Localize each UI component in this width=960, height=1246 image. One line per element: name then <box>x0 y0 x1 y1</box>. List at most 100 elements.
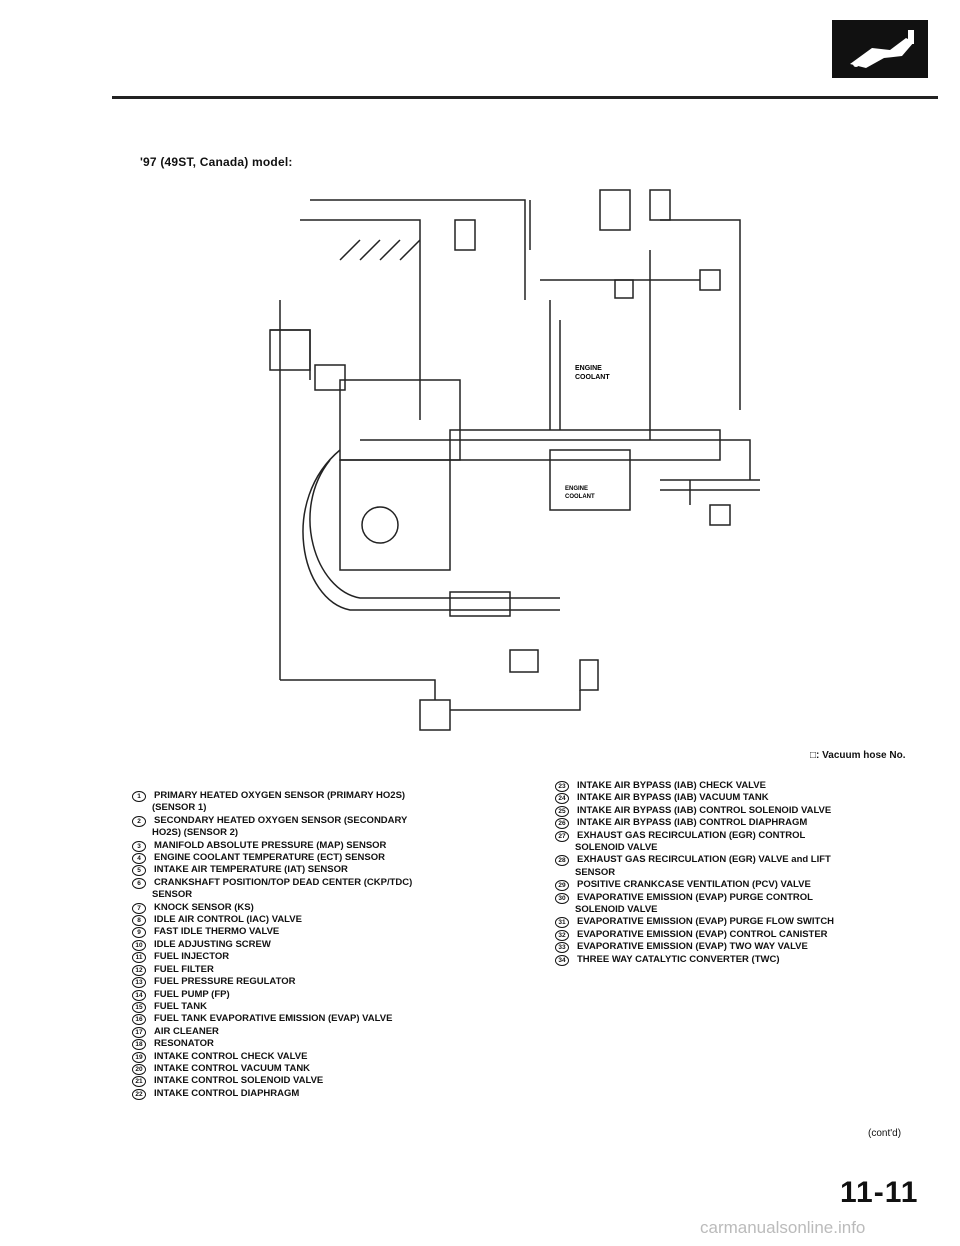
legend-item: 2 SECONDARY HEATED OXYGEN SENSOR (SECONDA… <box>132 815 512 827</box>
legend-number: 8 <box>132 915 146 927</box>
legend-item: SOLENOID VALVE <box>555 904 925 916</box>
legend-text: SENSOR <box>575 866 616 878</box>
legend-number: 23 <box>555 781 569 792</box>
legend-item: 28 EXHAUST GAS RECIRCULATION (EGR) VALVE … <box>555 854 925 867</box>
legend-item: 25 INTAKE AIR BYPASS (IAB) CONTROL SOLENO… <box>555 805 925 817</box>
legend-number: 33 <box>555 942 569 954</box>
page-title: '97 (49ST, Canada) model: <box>140 155 293 169</box>
legend-number <box>555 868 567 877</box>
legend-number <box>132 828 144 837</box>
legend-item: 30 EVAPORATIVE EMISSION (EVAP) PURGE CONT… <box>555 892 925 904</box>
legend-number: 12 <box>132 964 146 976</box>
legend-item: (SENSOR 1) <box>132 802 512 814</box>
legend-text: SOLENOID VALVE <box>575 904 658 916</box>
legend-number: 30 <box>555 892 569 904</box>
legend-text: IDLE AIR CONTROL (IAC) VALVE <box>154 914 302 926</box>
legend-number: 26 <box>555 818 569 830</box>
legend-number: 7 <box>132 902 146 914</box>
legend-number: 24 <box>555 793 569 805</box>
legend-number: 21 <box>132 1076 146 1088</box>
legend-item: 3 MANIFOLD ABSOLUTE PRESSURE (MAP) SENSOR <box>132 840 512 852</box>
legend-number: 18 <box>132 1039 146 1051</box>
legend-item: 32 EVAPORATIVE EMISSION (EVAP) CONTROL CA… <box>555 929 925 941</box>
page-number: 11-11 <box>840 1176 919 1209</box>
legend-number: 17 <box>132 1026 146 1038</box>
legend-text: THREE WAY CATALYTIC CONVERTER (TWC) <box>577 953 780 965</box>
legend-text: INTAKE CONTROL SOLENOID VALVE <box>154 1075 324 1087</box>
header-rule <box>112 96 938 99</box>
legend-number: 14 <box>132 989 146 1001</box>
legend-number: 16 <box>132 1014 146 1026</box>
legend-text: SOLENOID VALVE <box>575 842 658 854</box>
legend-number <box>132 803 144 812</box>
legend-number: 15 <box>132 1001 146 1013</box>
legend-number: 27 <box>555 830 569 842</box>
legend-item: 21 INTAKE CONTROL SOLENOID VALVE <box>132 1075 512 1088</box>
legend-number: 4 <box>132 853 146 865</box>
section-tab-icon <box>832 20 928 78</box>
legend-number <box>132 890 144 899</box>
legend-text: EVAPORATIVE EMISSION (EVAP) PURGE FLOW S… <box>577 916 835 928</box>
legend-number: 25 <box>555 805 569 817</box>
legend-text: CRANKSHAFT POSITION/TOP DEAD CENTER (CKP… <box>154 876 413 888</box>
legend-number: 2 <box>132 815 146 827</box>
legend-item: 33 EVAPORATIVE EMISSION (EVAP) TWO WAY VA… <box>555 941 925 954</box>
engine-coolant-label-bottom-2: COOLANT <box>565 494 595 500</box>
legend-number: 5 <box>132 865 146 877</box>
legend-number: 28 <box>555 855 569 867</box>
legend-number: 22 <box>132 1088 146 1100</box>
legend-text: INTAKE CONTROL DIAPHRAGM <box>154 1087 300 1099</box>
legend-text: EVAPORATIVE EMISSION (EVAP) PURGE CONTRO… <box>577 891 813 903</box>
vacuum-hose-note: □: Vacuum hose No. <box>810 750 906 761</box>
legend-item: HO2S) (SENSOR 2) <box>132 827 512 839</box>
legend-text: SENSOR <box>152 889 193 901</box>
legend-number: 32 <box>555 929 569 941</box>
legend-text: INTAKE AIR TEMPERATURE (IAT) SENSOR <box>154 864 348 876</box>
legend-item: 1 PRIMARY HEATED OXYGEN SENSOR (PRIMARY H… <box>132 790 512 802</box>
vacuum-hose-routing-diagram: ENGINE COOLANT ENGINE COOLANT <box>269 189 760 731</box>
legend-number: 9 <box>132 927 146 939</box>
legend-item: SENSOR <box>555 867 925 879</box>
legend-text: HO2S) (SENSOR 2) <box>152 827 239 839</box>
legend-text: EXHAUST GAS RECIRCULATION (EGR) CONTROL <box>577 829 806 841</box>
legend-number: 3 <box>132 840 146 852</box>
legend-text: MANIFOLD ABSOLUTE PRESSURE (MAP) SENSOR <box>154 839 387 851</box>
legend-item: 7 KNOCK SENSOR (KS) <box>132 902 512 914</box>
legend-text: POSITIVE CRANKCASE VENTILATION (PCV) VAL… <box>577 879 811 891</box>
continued-note: (cont'd) <box>868 1128 902 1139</box>
legend-text: EXHAUST GAS RECIRCULATION (EGR) VALVE an… <box>577 854 831 866</box>
legend-text: SECONDARY HEATED OXYGEN SENSOR (SECONDAR… <box>154 814 408 826</box>
legend-text: FUEL INJECTOR <box>154 951 230 963</box>
legend-text: AIR CLEANER <box>154 1025 219 1037</box>
legend-text: INTAKE CONTROL CHECK VALVE <box>154 1050 308 1062</box>
legend-item: 12 FUEL FILTER <box>132 964 512 976</box>
legend-text: INTAKE AIR BYPASS (IAB) CONTROL SOLENOID… <box>577 804 832 816</box>
legend-item: 16 FUEL TANK EVAPORATIVE EMISSION (EVAP) … <box>132 1013 512 1026</box>
legend-text: FUEL TANK EVAPORATIVE EMISSION (EVAP) VA… <box>154 1013 393 1025</box>
legend-text: EVAPORATIVE EMISSION (EVAP) CONTROL CANI… <box>577 928 828 940</box>
legend-text: (SENSOR 1) <box>152 802 207 814</box>
legend-number: 1 <box>132 791 146 802</box>
engine-coolant-label-top: ENGINE <box>575 365 602 372</box>
legend-left: 1 PRIMARY HEATED OXYGEN SENSOR (PRIMARY H… <box>132 790 512 1100</box>
legend-text: EVAPORATIVE EMISSION (EVAP) TWO WAY VALV… <box>577 941 808 953</box>
legend-text: KNOCK SENSOR (KS) <box>154 901 254 913</box>
legend-text: FUEL FILTER <box>154 963 214 975</box>
legend-item: SENSOR <box>132 889 512 901</box>
legend-number: 20 <box>132 1063 146 1075</box>
legend-item: 27 EXHAUST GAS RECIRCULATION (EGR) CONTRO… <box>555 830 925 842</box>
legend-text: PRIMARY HEATED OXYGEN SENSOR (PRIMARY HO… <box>154 790 406 801</box>
legend-text: INTAKE AIR BYPASS (IAB) CHECK VALVE <box>577 780 766 791</box>
legend-text: INTAKE AIR BYPASS (IAB) CONTROL DIAPHRAG… <box>577 817 808 829</box>
legend-text: IDLE ADJUSTING SCREW <box>154 938 271 950</box>
legend-text: INTAKE CONTROL VACUUM TANK <box>154 1062 311 1074</box>
legend-text: FUEL PRESSURE REGULATOR <box>154 976 296 988</box>
